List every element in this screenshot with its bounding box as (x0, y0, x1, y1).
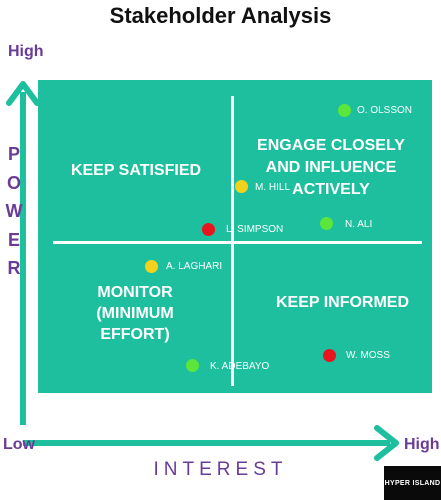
stakeholder-label: L. SIMPSON (226, 224, 284, 235)
stakeholder-label: M. HILL (255, 182, 291, 193)
stakeholder-label: K. ADEBAYO (210, 361, 270, 372)
y-axis-letter: O (6, 172, 21, 193)
quadrant-keep-informed: KEEP INFORMED (275, 294, 410, 311)
hyper-island-logo: HYPER ISLAND (384, 466, 441, 500)
y-axis-letter: R (7, 258, 21, 278)
quadrant-keep-satisfied: KEEP SATISFIED (70, 162, 202, 179)
stakeholder-dot (323, 349, 336, 362)
y-axis-letter: P (7, 144, 20, 164)
stakeholder-dot (145, 260, 158, 273)
stakeholder-label: W. MOSS (346, 350, 390, 361)
stakeholder-dot (186, 359, 199, 372)
x-axis-arrowhead (374, 425, 399, 461)
stakeholder-matrix (38, 80, 432, 393)
y-axis-letter: E (7, 229, 20, 250)
stakeholder-dot (320, 217, 333, 230)
stakeholder-dot (338, 104, 351, 117)
page-title: Stakeholder Analysis (109, 3, 332, 28)
stakeholder-label: A. LAGHARI (166, 261, 223, 272)
y-axis-high-label: High (8, 43, 44, 60)
stakeholder-dot (235, 180, 248, 193)
y-axis-label: P O W E R (5, 140, 23, 283)
horizontal-divider (53, 241, 422, 244)
stakeholder-label: O. OLSSON (357, 105, 413, 116)
x-axis-low-label: Low (3, 436, 35, 453)
quadrant-monitor: MONITOR (MINIMUM EFFORT) (96, 284, 174, 343)
stakeholder-dot (202, 223, 215, 236)
stakeholder-label: N. ALI (345, 219, 373, 230)
x-axis-label: INTEREST (153, 459, 288, 480)
quadrant-engage-closely: ENGAGE CLOSELY AND INFLUENCE ACTIVELY (257, 137, 405, 198)
y-axis-arrowhead (6, 81, 40, 106)
y-axis-letter: W (5, 201, 23, 221)
x-axis-high-label: High (404, 436, 440, 453)
